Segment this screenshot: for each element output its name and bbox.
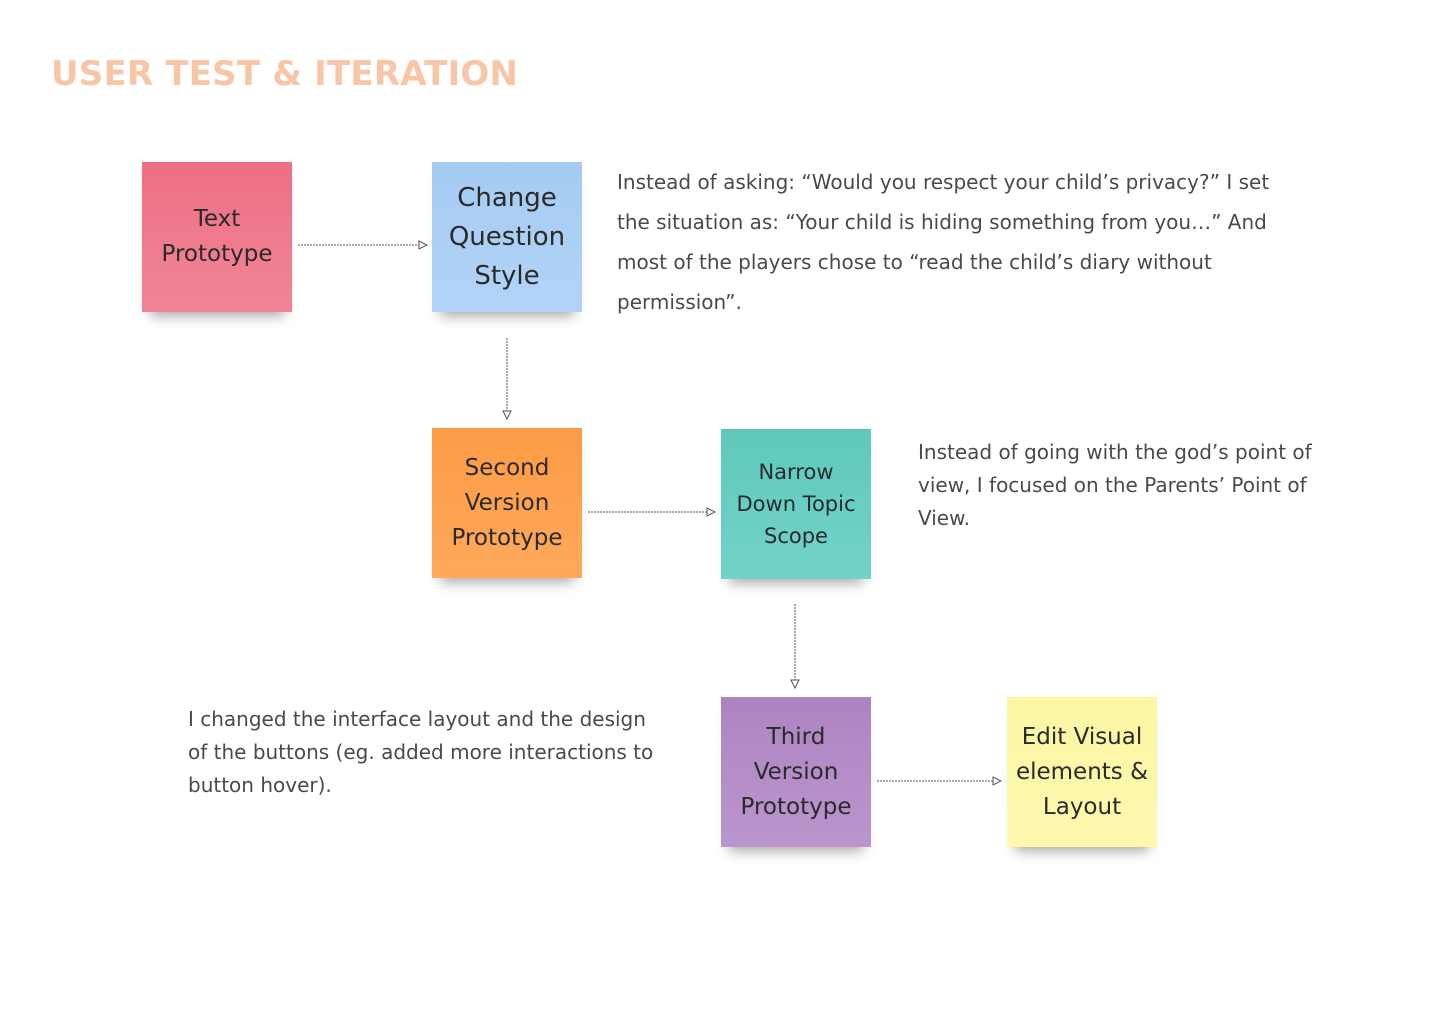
sticky-note-edit-visual-elements: Edit Visual elements & Layout <box>1007 697 1157 847</box>
page-title: USER TEST & ITERATION <box>51 54 519 94</box>
note-label: Text Prototype <box>161 206 273 267</box>
sticky-note-narrow-down-topic-scope: Narrow Down Topic Scope <box>721 429 871 579</box>
description-question-style: Instead of asking: “Would you respect yo… <box>617 170 1270 314</box>
sticky-note-second-version-prototype: Second Version Prototype <box>432 428 582 578</box>
note-label: Change Question Style <box>448 182 566 291</box>
description-interface-layout: I changed the interface layout and the d… <box>188 707 654 797</box>
description-topic-scope: Instead of going with the god’s point of… <box>918 440 1312 530</box>
note-label: Third Version Prototype <box>740 723 852 820</box>
note-label: Narrow Down Topic Scope <box>736 460 856 548</box>
note-label: Second Version Prototype <box>451 454 563 551</box>
sticky-note-change-question-style: Change Question Style <box>432 162 582 312</box>
note-label: Edit Visual elements & Layout <box>1015 723 1149 820</box>
sticky-note-text-prototype: Text Prototype <box>142 162 292 312</box>
sticky-note-third-version-prototype: Third Version Prototype <box>721 697 871 847</box>
